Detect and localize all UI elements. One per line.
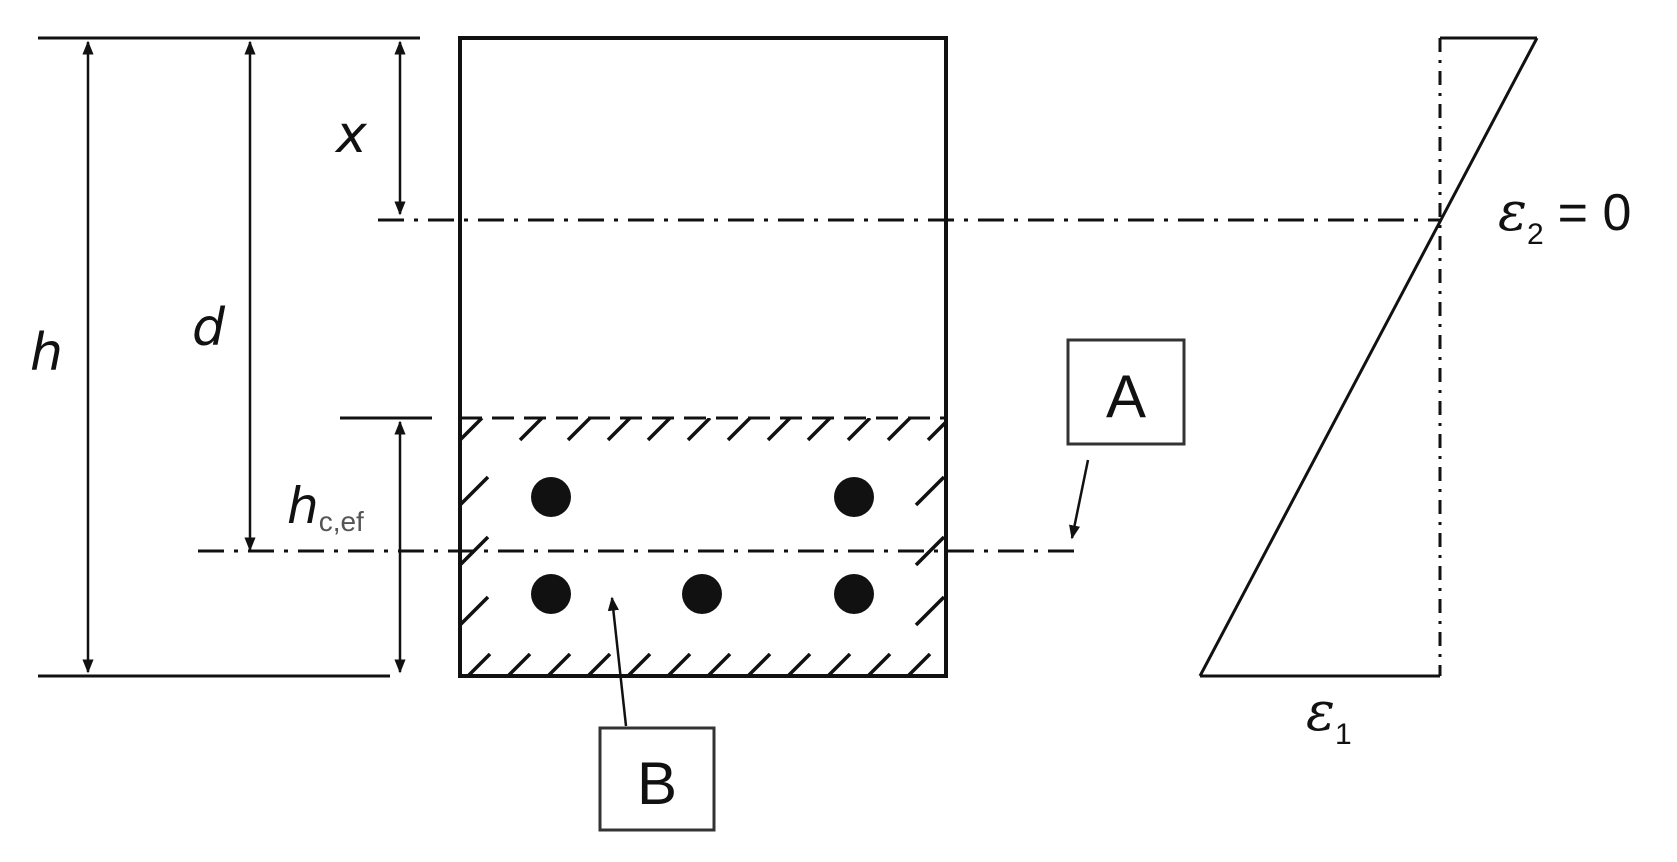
label-eps2: ε2= 0	[1498, 180, 1631, 251]
rebar-lower-left	[531, 574, 571, 614]
label-x: x	[334, 105, 368, 165]
label-a: A	[1106, 363, 1146, 430]
label-eps1: ε1	[1306, 680, 1352, 751]
label-b-box	[598, 726, 716, 832]
beam-cross-section	[458, 36, 948, 678]
rebar-lower-right	[834, 574, 874, 614]
rebar-lower-middle	[682, 574, 722, 614]
label-a-box	[1066, 338, 1186, 446]
label-a-leader	[1069, 459, 1090, 540]
label-hcef: hc,ef	[287, 477, 364, 537]
rebar-upper-right	[834, 477, 874, 517]
label-b: B	[637, 750, 677, 817]
effective-tension-area-hatching	[460, 418, 946, 676]
label-b-leader	[607, 596, 628, 727]
rebar-upper-left	[531, 477, 571, 517]
label-d: d	[192, 298, 226, 358]
strain-distribution-line	[1198, 37, 1539, 677]
label-h: h	[30, 323, 63, 383]
